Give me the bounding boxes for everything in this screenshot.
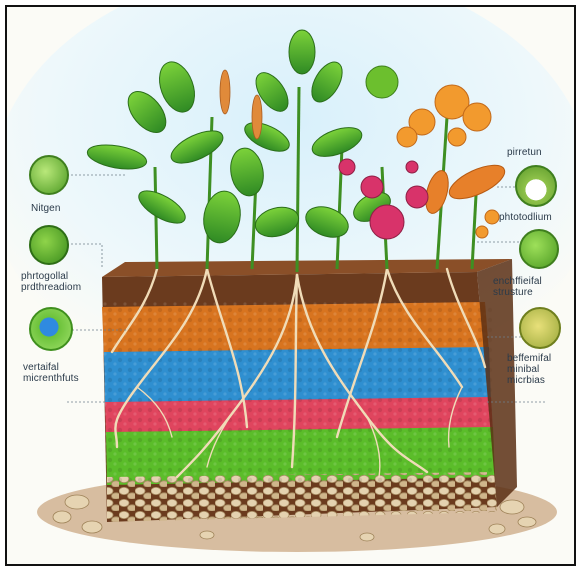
green-granule-icon <box>29 225 69 265</box>
green-cell-icon <box>519 229 559 269</box>
label-pirretun: pirretun <box>507 147 576 158</box>
label-nitrogen: Nitgen <box>31 203 101 214</box>
label-phrtogollal: phrtogollal prdthreadiom <box>21 271 111 293</box>
soil-block <box>102 259 517 522</box>
green-flower-head <box>366 66 398 98</box>
yellow-cluster-icon <box>519 307 561 349</box>
blue-microbe-icon <box>29 307 73 351</box>
label-beffemifal: beffemifal minibal micrbias <box>507 353 573 386</box>
label-phtotodlium: phtotodlium <box>499 212 574 223</box>
diagram-frame: Nitgen phrtogollal prdthreadiom vertaifa… <box>5 5 576 566</box>
label-enchffieifal: enchffieifal strusture <box>493 276 573 298</box>
white-powder-icon <box>515 165 557 207</box>
label-vertaifal: vertaifal micrenthfuts <box>23 362 113 384</box>
bacteria-icon <box>29 155 69 195</box>
